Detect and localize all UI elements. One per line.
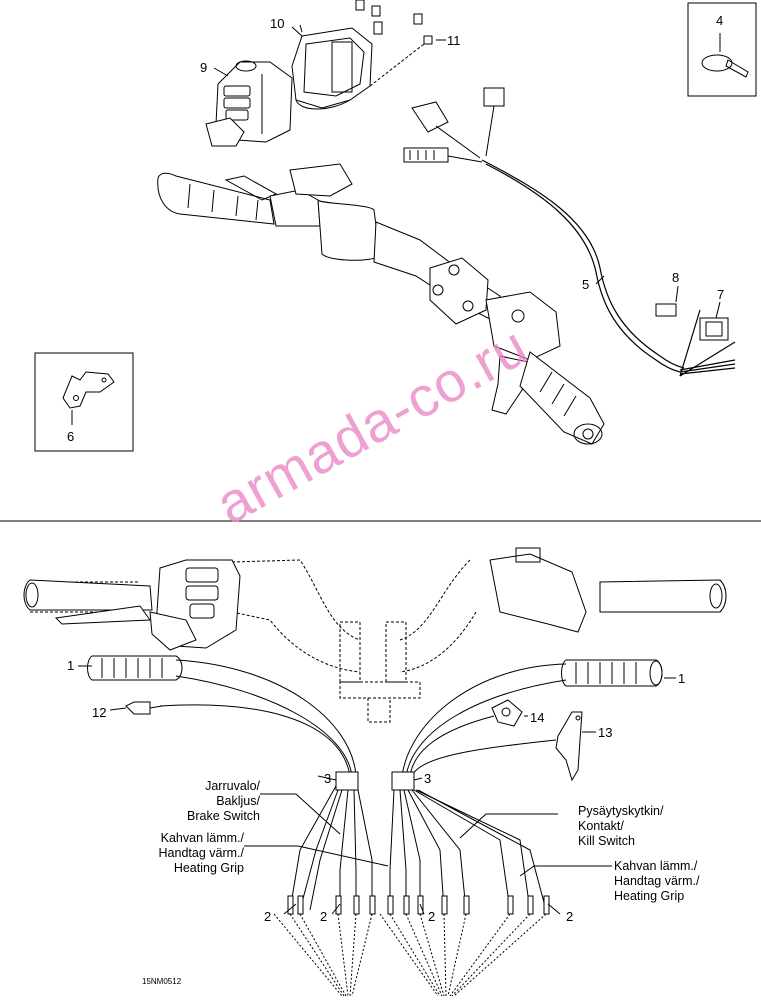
- callout-7: 7: [717, 287, 725, 302]
- wiring-left: [159, 659, 373, 911]
- callout-2-c: 2: [428, 909, 436, 924]
- callout-3-left: 3: [324, 771, 332, 786]
- callout-4: 4: [716, 13, 724, 28]
- switch-housing-cover: [291, 27, 425, 110]
- label-heating-grip-left: Kahvan lämm./ Handtag värm./ Heating Gri…: [158, 831, 244, 875]
- label-heating-grip-right: Kahvan lämm./ Handtag värm./ Heating Gri…: [614, 859, 700, 903]
- callout-3-right: 3: [424, 771, 432, 786]
- connectors-7-8: [655, 303, 729, 341]
- harness-connectors: [403, 87, 505, 163]
- brake-sensor: [125, 701, 163, 715]
- wiring-right: [389, 663, 567, 911]
- callout-2-b: 2: [320, 909, 328, 924]
- callout-2-d: 2: [566, 909, 574, 924]
- inset-bracket: [34, 352, 134, 452]
- callout-10: 10: [270, 16, 285, 31]
- drawing-code: 15NM0512: [142, 977, 182, 986]
- callout-2-a: 2: [264, 909, 272, 924]
- handlebar-assembly: [157, 163, 605, 445]
- callout-14: 14: [530, 710, 545, 725]
- callout-1-right: 1: [678, 671, 686, 686]
- inset-cable-tie: [687, 2, 757, 97]
- connection-fans: [273, 913, 547, 997]
- switch-module: [205, 60, 293, 147]
- bracket-13: [555, 711, 583, 782]
- leader-lines-top: [213, 26, 721, 319]
- bottom-grips: [23, 547, 727, 651]
- callout-12: 12: [92, 705, 107, 720]
- callout-9: 9: [200, 60, 208, 75]
- label-brake-switch: Jarruvalo/ Bakljus/ Brake Switch: [187, 779, 260, 823]
- screws: [299, 0, 446, 45]
- callout-1-left: 1: [67, 658, 75, 673]
- leader-lines-bottom: [78, 665, 676, 915]
- callout-5: 5: [582, 277, 590, 292]
- sleeves: [335, 771, 415, 791]
- callout-13: 13: [598, 725, 613, 740]
- callout-6: 6: [67, 429, 75, 444]
- callout-11: 11: [447, 33, 461, 48]
- heating-grip-elements: [87, 655, 663, 687]
- kill-switch-part: [491, 699, 523, 727]
- callout-8: 8: [672, 270, 680, 285]
- wiring-harness-cable: [481, 159, 736, 377]
- label-kill-switch: Pysäytyskytkin/ Kontakt/ Kill Switch: [578, 804, 664, 848]
